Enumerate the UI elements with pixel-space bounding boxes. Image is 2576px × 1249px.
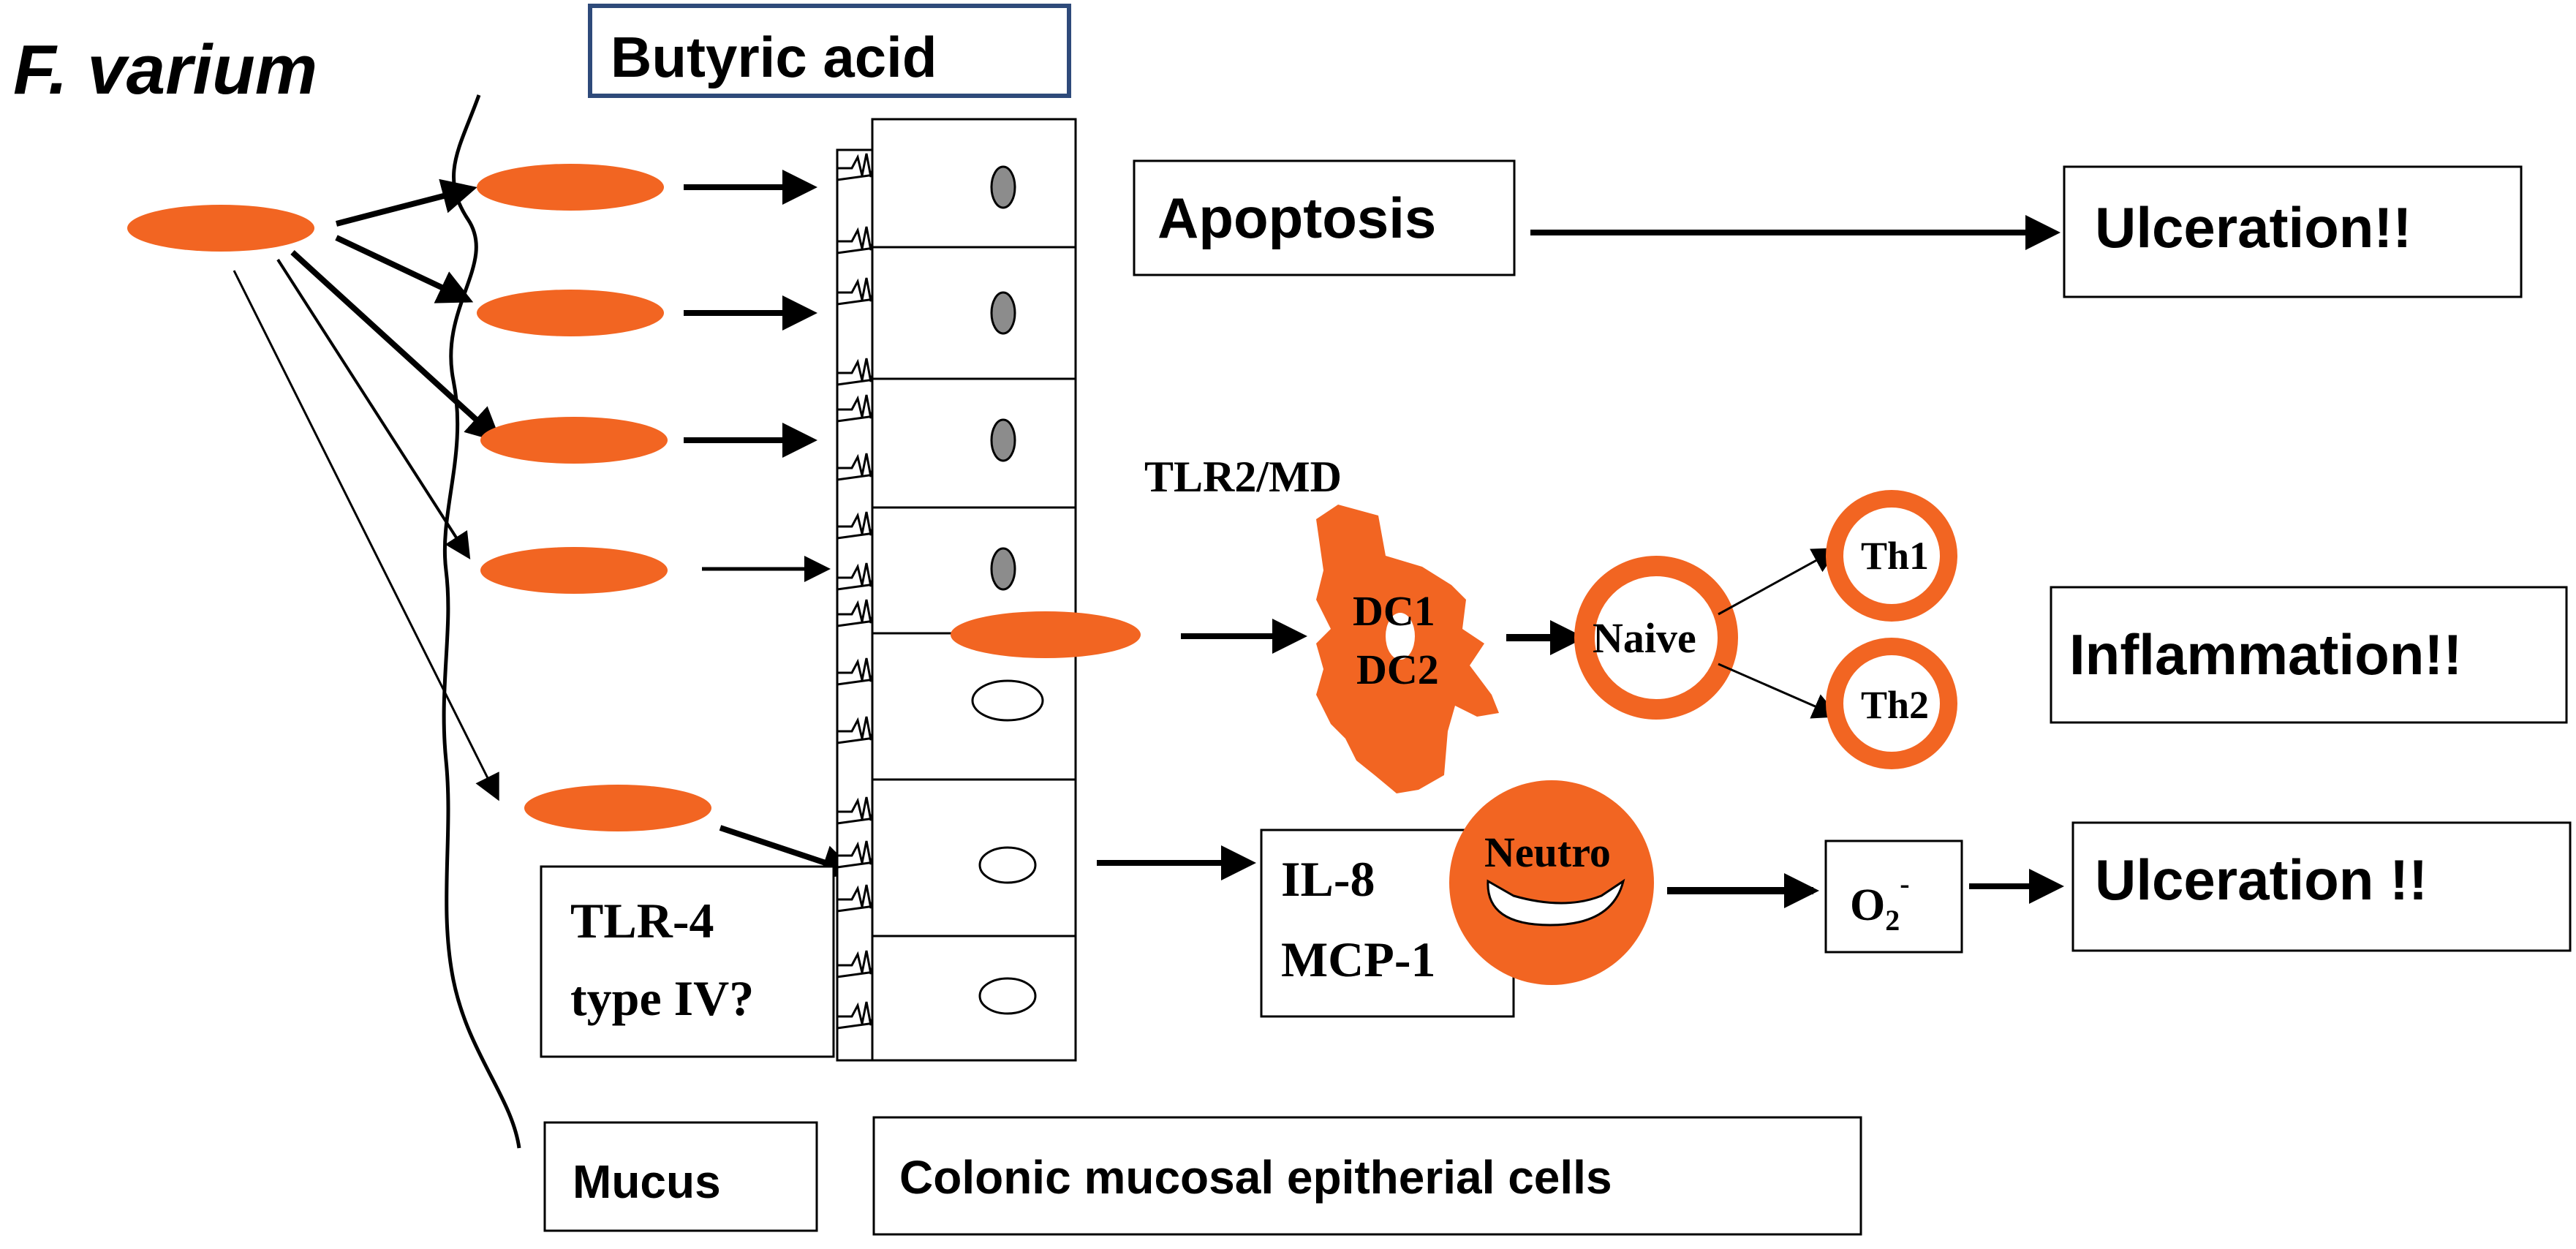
nucleus-light-6 [978, 846, 1037, 884]
dc2-label: DC2 [1356, 646, 1439, 693]
butyric-acid-label: Butyric acid [611, 25, 937, 89]
arrow-source-to-b1 [335, 178, 477, 227]
il8-label: IL-8 [1281, 851, 1375, 907]
th1-label: Th1 [1861, 534, 1929, 578]
bacterium-5 [524, 785, 711, 831]
arrow-source-to-b2 [335, 235, 474, 303]
dendritic-cell-hole [1386, 613, 1415, 660]
th2-cell [1826, 638, 1957, 769]
bacterium-4 [480, 547, 668, 594]
th1-cell [1826, 490, 1957, 622]
mcp1-label: MCP-1 [1281, 932, 1435, 987]
epithelial-cell-6 [871, 778, 1077, 937]
o2-base: O [1850, 880, 1885, 930]
ulceration-top-label: Ulceration!! [2095, 195, 2411, 260]
naive-label: Naive [1593, 614, 1696, 662]
butyric-acid-box [588, 4, 1071, 98]
nucleus-light-5 [971, 679, 1044, 722]
tlr4-label: TLR-4 [570, 893, 714, 948]
arrow-source-to-b3 [290, 250, 502, 443]
arrow-source-to-b5 [233, 270, 499, 801]
colonic-label: Colonic mucosal epitherial cells [899, 1151, 1612, 1204]
bacterium-invading [951, 611, 1141, 658]
neutro-label: Neutro [1484, 829, 1611, 876]
title-f-varium: F. varium [13, 31, 317, 109]
nucleus-dark-1 [990, 165, 1016, 209]
o2-box [1824, 839, 1963, 954]
dc1-label: DC1 [1353, 587, 1435, 635]
mucus-boundary-line [442, 94, 521, 1149]
bacterium-2 [477, 290, 664, 336]
neutrophil-nucleus [1487, 878, 1625, 927]
epithelial-cell-1 [871, 118, 1077, 249]
tlr4-box [540, 865, 835, 1058]
microvilli-zigzag [836, 153, 881, 1030]
ulceration-top-box [2063, 165, 2523, 298]
o2-superscript: - [1900, 867, 1909, 900]
naive-cell [1574, 556, 1738, 720]
nucleus-dark-2 [990, 291, 1016, 335]
ulceration-bottom-box [2071, 821, 2572, 952]
inflammation-box [2050, 586, 2568, 724]
mucus-label: Mucus [573, 1155, 721, 1208]
nucleus-dark-3 [990, 418, 1016, 462]
epithelial-cell-3 [871, 377, 1077, 509]
o2-subscript: 2 [1885, 904, 1900, 937]
arrow-source-to-b4 [276, 258, 471, 560]
tlr2-md-label: TLR2/MD [1144, 453, 1342, 501]
apoptosis-label: Apoptosis [1157, 186, 1436, 250]
th2-label: Th2 [1861, 683, 1929, 727]
epithelial-cell-2 [871, 246, 1077, 380]
arrow-naive-to-th2 [1718, 663, 1840, 719]
bacterium-source [127, 205, 314, 252]
nucleus-light-7 [978, 977, 1037, 1015]
o2-label: O2- [1850, 867, 1910, 937]
arrow-naive-to-th1 [1718, 548, 1840, 616]
bacterium-3 [480, 417, 668, 464]
arrow-b5-to-cell [719, 825, 858, 880]
bacterium-1 [477, 164, 664, 211]
colonic-box [872, 1116, 1862, 1236]
mucus-box [543, 1121, 818, 1232]
type-iv-label: type IV? [570, 970, 754, 1026]
inflammation-label: Inflammation!! [2069, 622, 2462, 687]
epithelial-cell-7 [871, 935, 1077, 1062]
apoptosis-box [1133, 159, 1516, 276]
neutrophil-cell [1449, 780, 1654, 985]
nucleus-dark-4 [990, 547, 1016, 591]
ulceration-bottom-label: Ulceration !! [2095, 848, 2428, 912]
